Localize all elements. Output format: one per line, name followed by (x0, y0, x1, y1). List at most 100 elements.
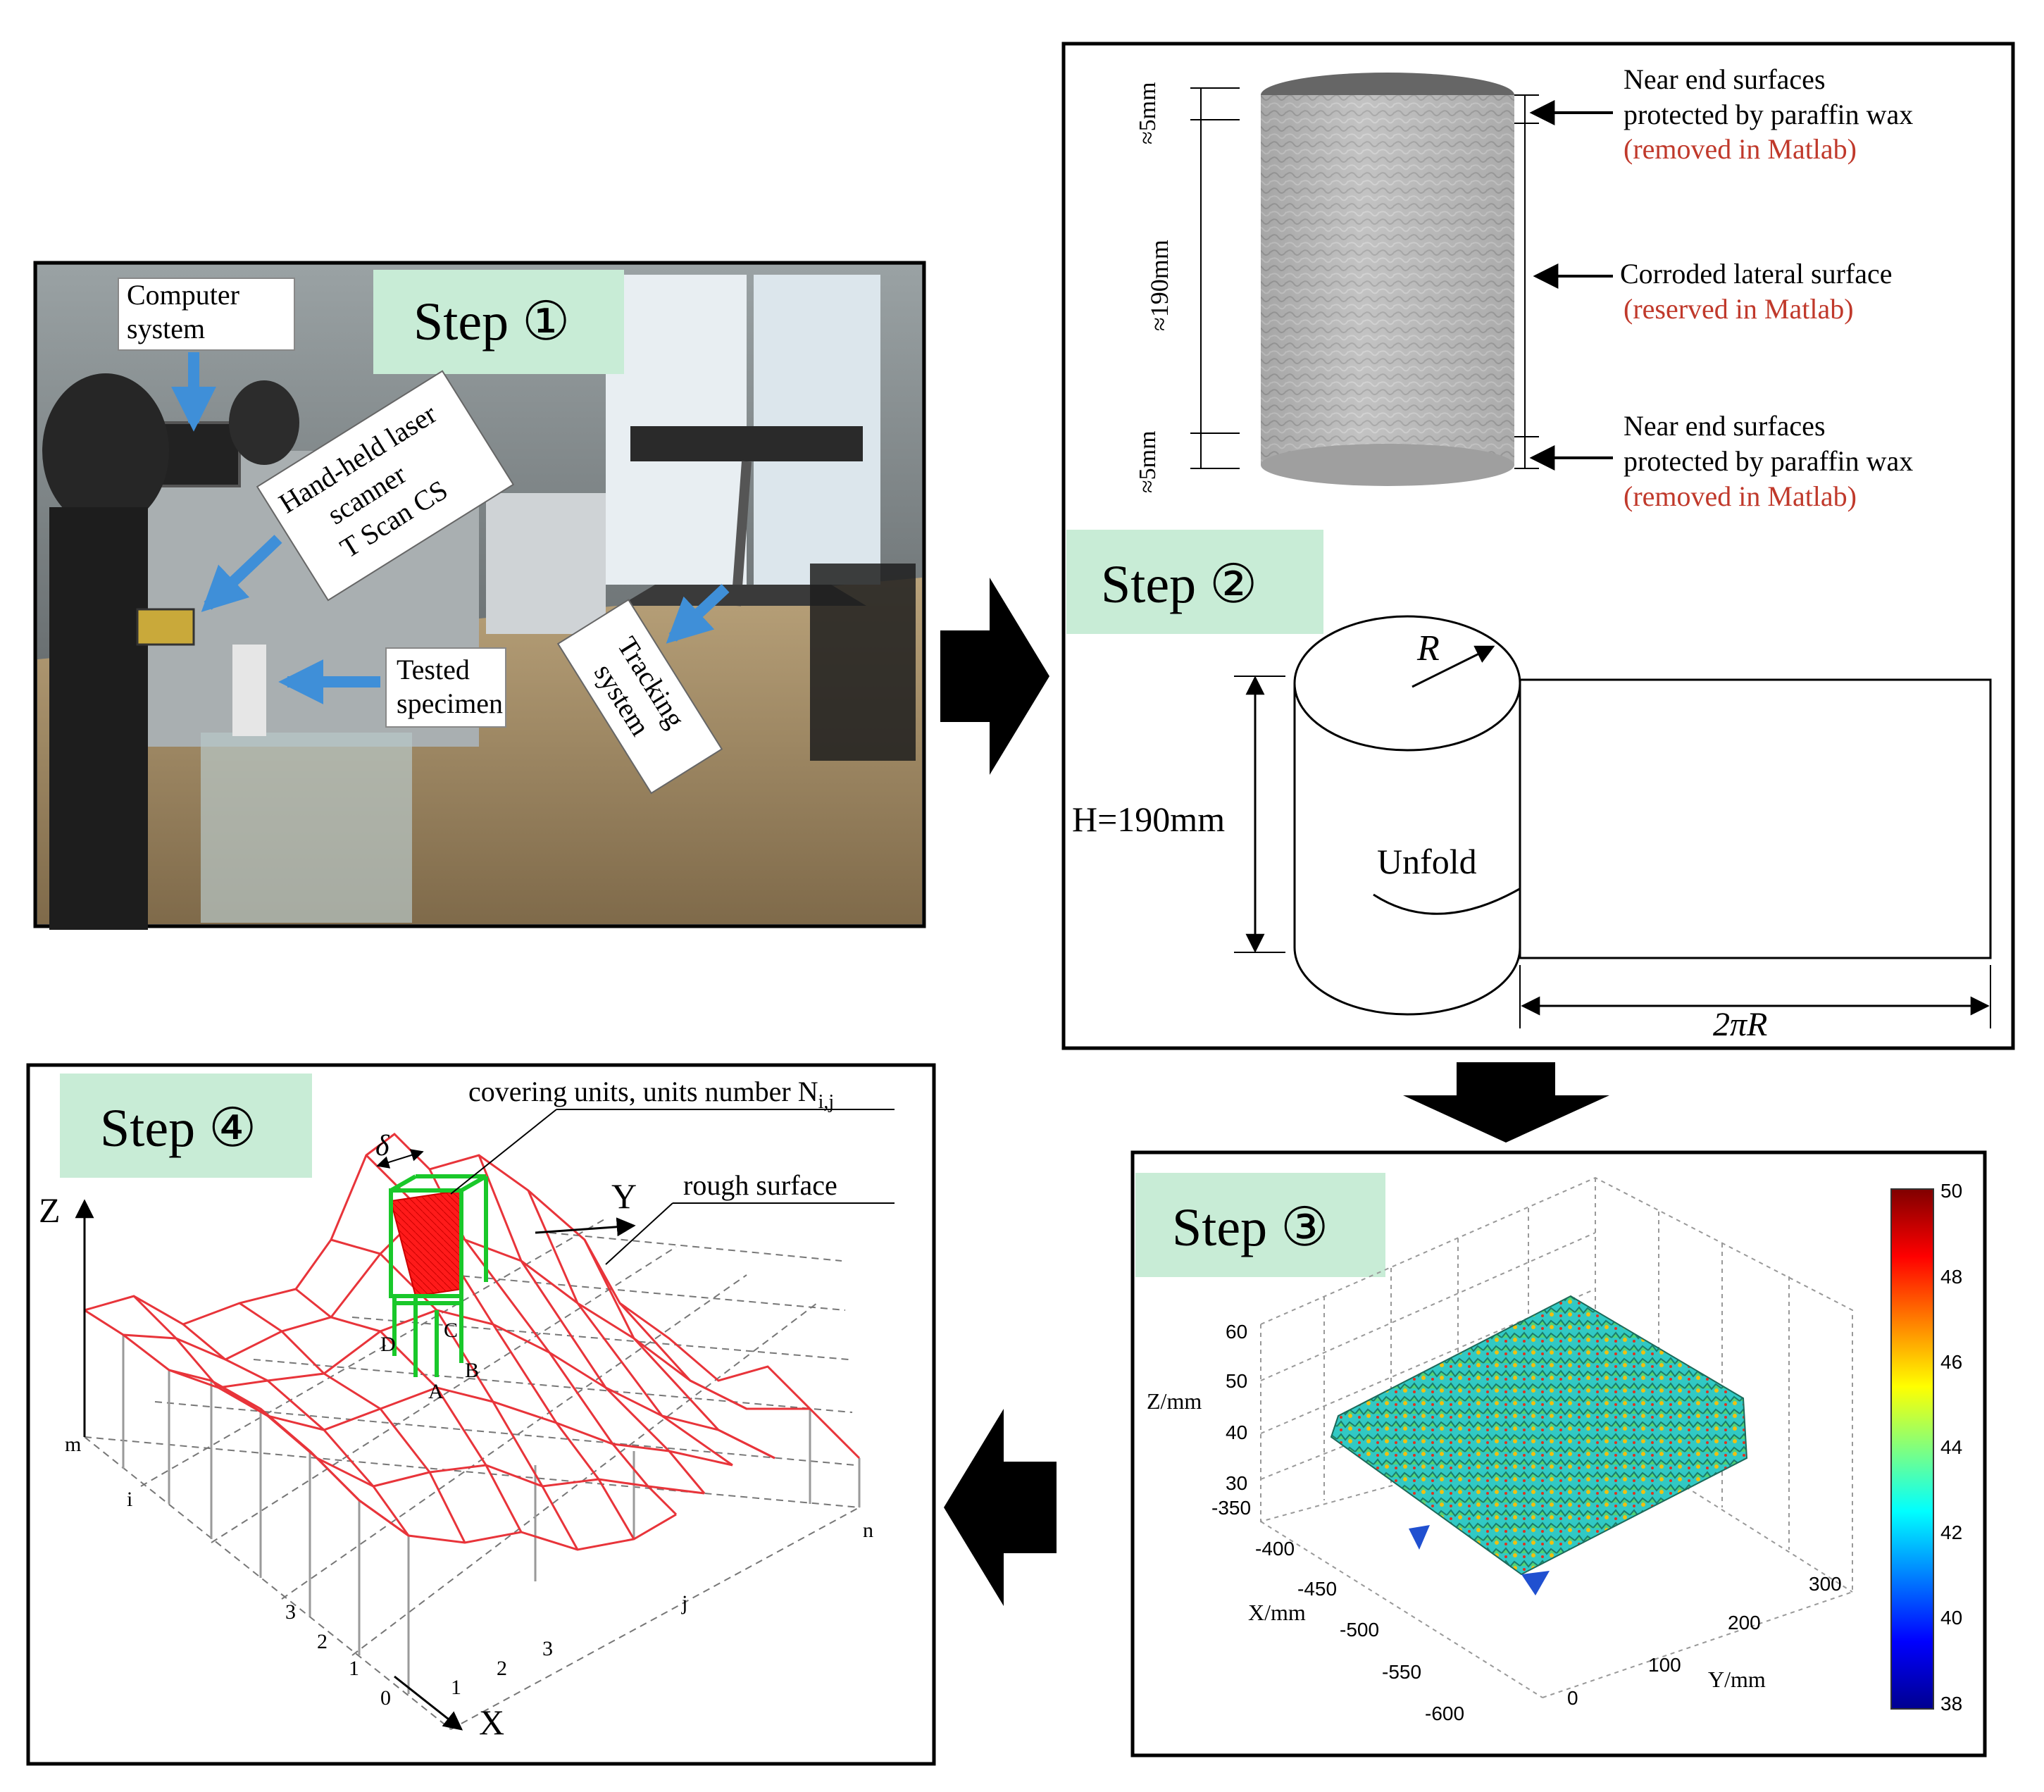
radius-arrow (1412, 645, 1495, 688)
mid-note-line2: (reserved in Matlab) (1624, 293, 1854, 325)
photo-table (201, 733, 412, 923)
colorbar-tick: 44 (1940, 1436, 1962, 1458)
top-note-line2: protected by paraffin wax (1624, 99, 1913, 130)
covering-leader (450, 1109, 557, 1195)
photo-scanner (136, 608, 195, 646)
axis-z-label: Z (39, 1190, 61, 1230)
x-tick: -600 (1425, 1703, 1464, 1724)
photo-person (42, 373, 169, 528)
x-tick: -550 (1382, 1661, 1421, 1683)
dim-top: ≈5mm (1135, 82, 1161, 144)
bottom-tick: n (863, 1519, 873, 1542)
step2-panel: ≈5mm ≈190mm ≈5mm Near end surfaces prote… (1061, 42, 2015, 1050)
delta-label: δ (375, 1130, 390, 1162)
x-tick: -450 (1297, 1578, 1337, 1600)
dim-bottom: ≈5mm (1135, 430, 1161, 493)
step4-badge (60, 1074, 312, 1178)
rough-surface-label: rough surface (683, 1169, 837, 1201)
corner-label: D (380, 1333, 396, 1356)
z-tick: 60 (1226, 1321, 1247, 1343)
step2-badge (1066, 530, 1323, 634)
photo-cabinet (486, 493, 606, 634)
colorbar-tick: 38 (1940, 1693, 1962, 1715)
y-tick: 100 (1648, 1654, 1681, 1676)
colorbar (1890, 1188, 1934, 1710)
pointer-scanner (201, 535, 282, 612)
y-tick: 0 (1567, 1687, 1578, 1709)
unfold-label: Unfold (1377, 842, 1477, 881)
step3-panel: Step ③ 60 50 40 30 Z/mm -350 -400 (1130, 1150, 1987, 1757)
mid-note-line1: Corroded lateral surface (1620, 258, 1892, 290)
colorbar-tick: 46 (1940, 1351, 1962, 1373)
covering-units-label: covering units, units number Ni,j (468, 1076, 834, 1113)
dim-mid: ≈190mm (1145, 239, 1173, 331)
axis-y-label: Y (611, 1176, 637, 1216)
left-tick: m (65, 1433, 81, 1456)
circumference-label: 2πR (1713, 1006, 1767, 1043)
flow-arrow-right (940, 578, 1049, 775)
step1-label: Step ① (413, 292, 570, 351)
bottom-tick: 2 (497, 1657, 507, 1680)
step3-badge (1135, 1173, 1385, 1277)
base-grid (84, 1218, 860, 1730)
corner-label: B (465, 1359, 479, 1382)
rough-surface-mesh (84, 1133, 861, 1551)
top-note-line3: (removed in Matlab) (1624, 133, 1857, 165)
axis-x (394, 1675, 463, 1731)
rough-surface-leader (605, 1202, 673, 1265)
axis-x-label: X (479, 1703, 504, 1742)
unfolded-rectangle (1519, 678, 1992, 959)
x-tick: -500 (1340, 1619, 1379, 1641)
photo-tracker-bar (630, 426, 863, 461)
left-tick: 3 (285, 1600, 296, 1624)
corner-label: A (428, 1380, 444, 1403)
bottom-note-line3: (removed in Matlab) (1624, 480, 1857, 512)
bottom-tick: j (681, 1591, 687, 1614)
colorbar-tick: 40 (1940, 1607, 1962, 1629)
colorbar-tick: 50 (1940, 1180, 1962, 1202)
step4-label: Step ④ (100, 1099, 256, 1158)
step3-label: Step ③ (1172, 1198, 1328, 1257)
label-specimen-line1: Tested (397, 654, 470, 685)
colorbar-tick: 48 (1940, 1266, 1962, 1288)
x-axis-label: X/mm (1248, 1600, 1306, 1625)
step2-label: Step ② (1101, 555, 1257, 614)
label-computer-line2: system (127, 313, 205, 344)
label-specimen-line2: specimen (397, 687, 503, 719)
y-tick: 300 (1809, 1573, 1842, 1595)
y-axis-label: Y/mm (1708, 1667, 1766, 1692)
colorbar-tick: 42 (1940, 1522, 1962, 1543)
bottom-note-line2: protected by paraffin wax (1624, 445, 1913, 477)
step1-panel: Computer system Step ① Hand-held laser s… (33, 261, 926, 930)
height-label: H=190mm (1072, 799, 1225, 839)
pointer-tracking (666, 584, 730, 644)
top-note-line1: Near end surfaces (1624, 63, 1826, 95)
plot3d-surface (1330, 1295, 1748, 1576)
bottom-tick: 1 (451, 1676, 461, 1699)
step1-badge (373, 270, 624, 374)
x-tick: -400 (1255, 1538, 1295, 1560)
z-tick: 40 (1226, 1421, 1247, 1443)
x-tick: -350 (1211, 1497, 1251, 1519)
bottom-tick: 3 (542, 1637, 553, 1660)
z-tick: 50 (1226, 1370, 1247, 1392)
flow-arrow-left (944, 1409, 1057, 1606)
step4-panel: Step ④ (26, 1063, 936, 1766)
schematic-cylinder-top (1293, 615, 1521, 752)
axis-y (535, 1217, 636, 1237)
left-tick: 1 (349, 1657, 359, 1680)
left-tick: 0 (380, 1686, 391, 1710)
corner-label: C (444, 1319, 458, 1342)
z-axis-label: Z/mm (1147, 1388, 1202, 1414)
label-box-specimen (385, 647, 506, 728)
label-computer-line1: Computer (127, 279, 239, 311)
left-tick: i (127, 1488, 132, 1511)
left-tick: 2 (317, 1630, 328, 1653)
photo-specimen (232, 645, 266, 736)
label-tracking: Tracking system (556, 599, 723, 795)
flow-arrow-down (1403, 1062, 1609, 1143)
unfold-arrow (1373, 876, 1541, 915)
z-tick: 30 (1226, 1472, 1247, 1494)
radius-label: R (1416, 628, 1440, 668)
